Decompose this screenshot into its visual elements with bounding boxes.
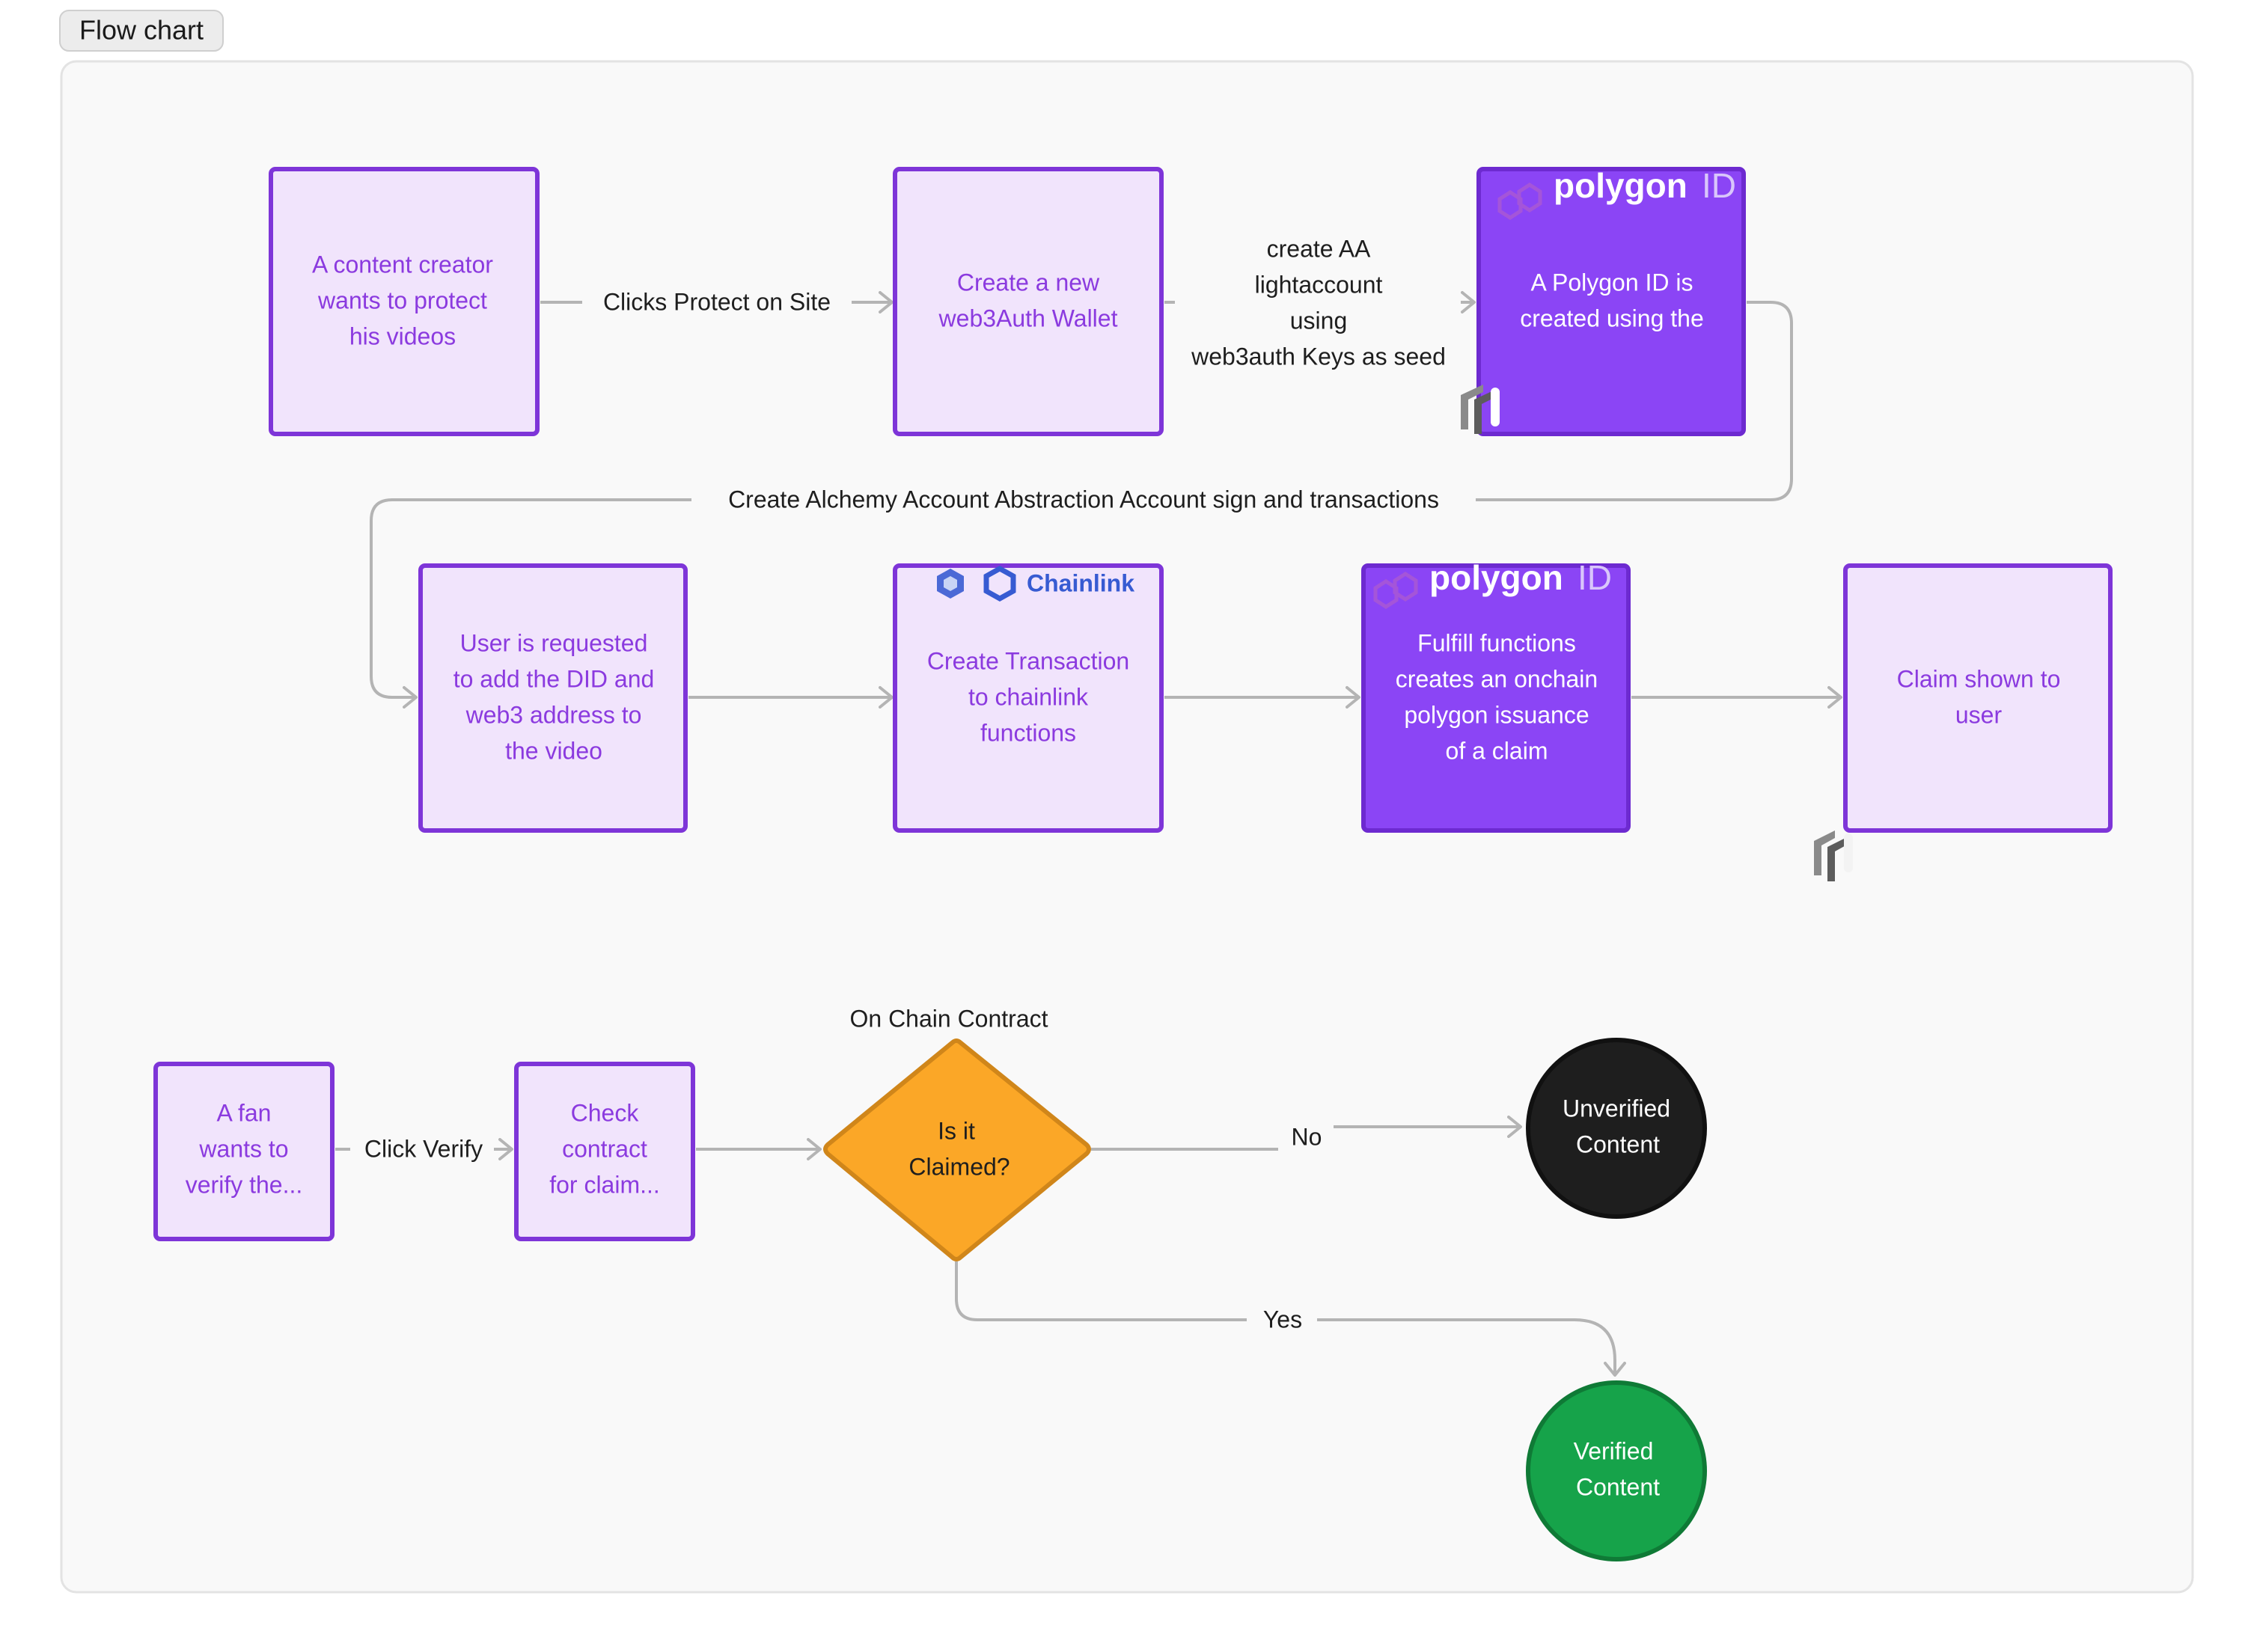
tab-flow-chart[interactable]: Flow chart — [59, 10, 224, 52]
node-text-line: Content — [1576, 1473, 1660, 1500]
node-box — [514, 1062, 695, 1241]
node-fulfill-functions[interactable]: polygon ID Fulfill functions creates an … — [1361, 558, 1631, 833]
polygon-logo-word: polygon — [1429, 558, 1563, 597]
node-text-line: creates an onchain — [1396, 665, 1598, 692]
node-web3auth-wallet[interactable]: Create a new web3Auth Wallet — [893, 167, 1164, 436]
tab-background — [59, 10, 224, 52]
polygon-logo-id: ID — [1702, 166, 1736, 205]
node-box — [893, 563, 1164, 833]
node-text-line: of a claim — [1446, 737, 1548, 764]
node-text-line: web3 address to — [465, 701, 642, 728]
connector-to-verified[interactable] — [1317, 1318, 1626, 1377]
edge-label-create-aa-line: using — [1290, 307, 1348, 334]
node-text-line: Check — [571, 1099, 640, 1126]
edge-label-click-verify: Click Verify — [364, 1135, 483, 1162]
connector-decision-yes[interactable] — [955, 1261, 1247, 1321]
node-text-line: to chainlink — [968, 683, 1089, 710]
node-content-creator[interactable]: A content creator wants to protect his v… — [269, 167, 540, 436]
node-text-line: A content creator — [312, 251, 493, 278]
node-polygon-id[interactable]: polygon ID A Polygon ID is created using… — [1476, 166, 1746, 436]
node-text-line: for claim... — [549, 1171, 660, 1198]
node-text-line: User is requested — [460, 629, 648, 656]
node-text-line: A fan — [217, 1099, 272, 1126]
edge-label-yes: Yes — [1263, 1306, 1302, 1333]
node-text-line: Unverified — [1563, 1095, 1670, 1122]
node-text-line: to add the DID and — [453, 665, 655, 692]
node-circle — [1526, 1038, 1707, 1219]
node-text-line: A Polygon ID is — [1531, 269, 1693, 296]
edge-label-clicks-protect: Clicks Protect on Site — [603, 288, 831, 315]
polygon-logo-icon: polygon ID — [1373, 558, 1612, 609]
node-fan[interactable]: A fan wants to verify the... — [153, 1062, 335, 1241]
node-circle — [1526, 1380, 1707, 1561]
edge-label-create-aa-line: lightaccount — [1255, 271, 1383, 298]
node-text-line: his videos — [349, 322, 456, 349]
node-box — [893, 167, 1164, 436]
node-box — [418, 563, 688, 833]
node-box — [1361, 563, 1631, 833]
node-claim-shown[interactable]: Claim shown to user — [1843, 563, 2113, 833]
chainlink-logo-word: Chainlink — [1027, 569, 1134, 596]
node-text-line: wants to protect — [317, 287, 487, 313]
decision-is-claimed[interactable]: Is it Claimed? — [823, 1038, 1091, 1261]
edge-label-alchemy: Create Alchemy Account Abstraction Accou… — [728, 486, 1439, 513]
node-unverified-content[interactable]: Unverified Content — [1526, 1038, 1707, 1219]
node-chainlink-transaction[interactable]: Chainlink Create Transaction to chainlin… — [893, 563, 1164, 833]
decision-text-line: Is it — [938, 1117, 975, 1144]
node-box — [1843, 563, 2113, 833]
node-box — [269, 167, 540, 436]
node-text-line: Content — [1576, 1131, 1660, 1157]
node-text-line: created using the — [1520, 305, 1704, 331]
node-text-line: verify the... — [186, 1171, 303, 1198]
node-text-line: Fulfill functions — [1417, 629, 1576, 656]
comment-marker-icon[interactable] — [1461, 385, 1500, 434]
node-did-request[interactable]: User is requested to add the DID and web… — [418, 563, 688, 833]
node-text-line: user — [1955, 701, 2003, 728]
node-text-line: Create Transaction — [927, 647, 1129, 674]
node-text-line: contract — [562, 1135, 647, 1162]
node-text-line: functions — [980, 719, 1076, 746]
edge-label-create-aa-line: web3auth Keys as seed — [1191, 343, 1446, 370]
connector-to-did-request[interactable] — [370, 498, 691, 709]
node-text-line: the video — [505, 737, 602, 764]
node-text-line: polygon issuance — [1404, 701, 1589, 728]
decision-text-line: Claimed? — [908, 1153, 1010, 1180]
polygon-logo-id: ID — [1577, 558, 1612, 597]
connector-layer — [335, 291, 1842, 1377]
comment-marker-icon[interactable] — [1814, 830, 1853, 881]
node-verified-content[interactable]: Verified Content — [1526, 1380, 1707, 1561]
node-text-line: web3Auth Wallet — [938, 305, 1118, 331]
node-text-line: Verified — [1574, 1437, 1654, 1464]
polygon-logo-word: polygon — [1554, 166, 1688, 205]
node-check-contract[interactable]: Check contract for claim... — [514, 1062, 695, 1241]
node-text-line: wants to — [198, 1135, 288, 1162]
chainlink-logo-icon: Chainlink — [937, 565, 1134, 602]
node-text-line: Create a new — [957, 269, 1100, 296]
node-box — [1476, 167, 1746, 436]
node-box — [153, 1062, 335, 1241]
decision-diamond — [823, 1038, 1091, 1261]
tab-label: Flow chart — [79, 15, 204, 46]
connector-polygon-to-alchemy-label[interactable] — [1476, 301, 1793, 501]
edge-label-no: No — [1292, 1123, 1322, 1150]
polygon-logo-icon: polygon ID — [1497, 166, 1736, 220]
edge-label-create-aa: create AA lightaccount using web3auth Ke… — [1191, 235, 1446, 370]
edge-label-create-aa-line: create AA — [1267, 235, 1371, 262]
node-text-line: Claim shown to — [1897, 665, 2061, 692]
annotation-on-chain-contract: On Chain Contract — [849, 1005, 1048, 1032]
